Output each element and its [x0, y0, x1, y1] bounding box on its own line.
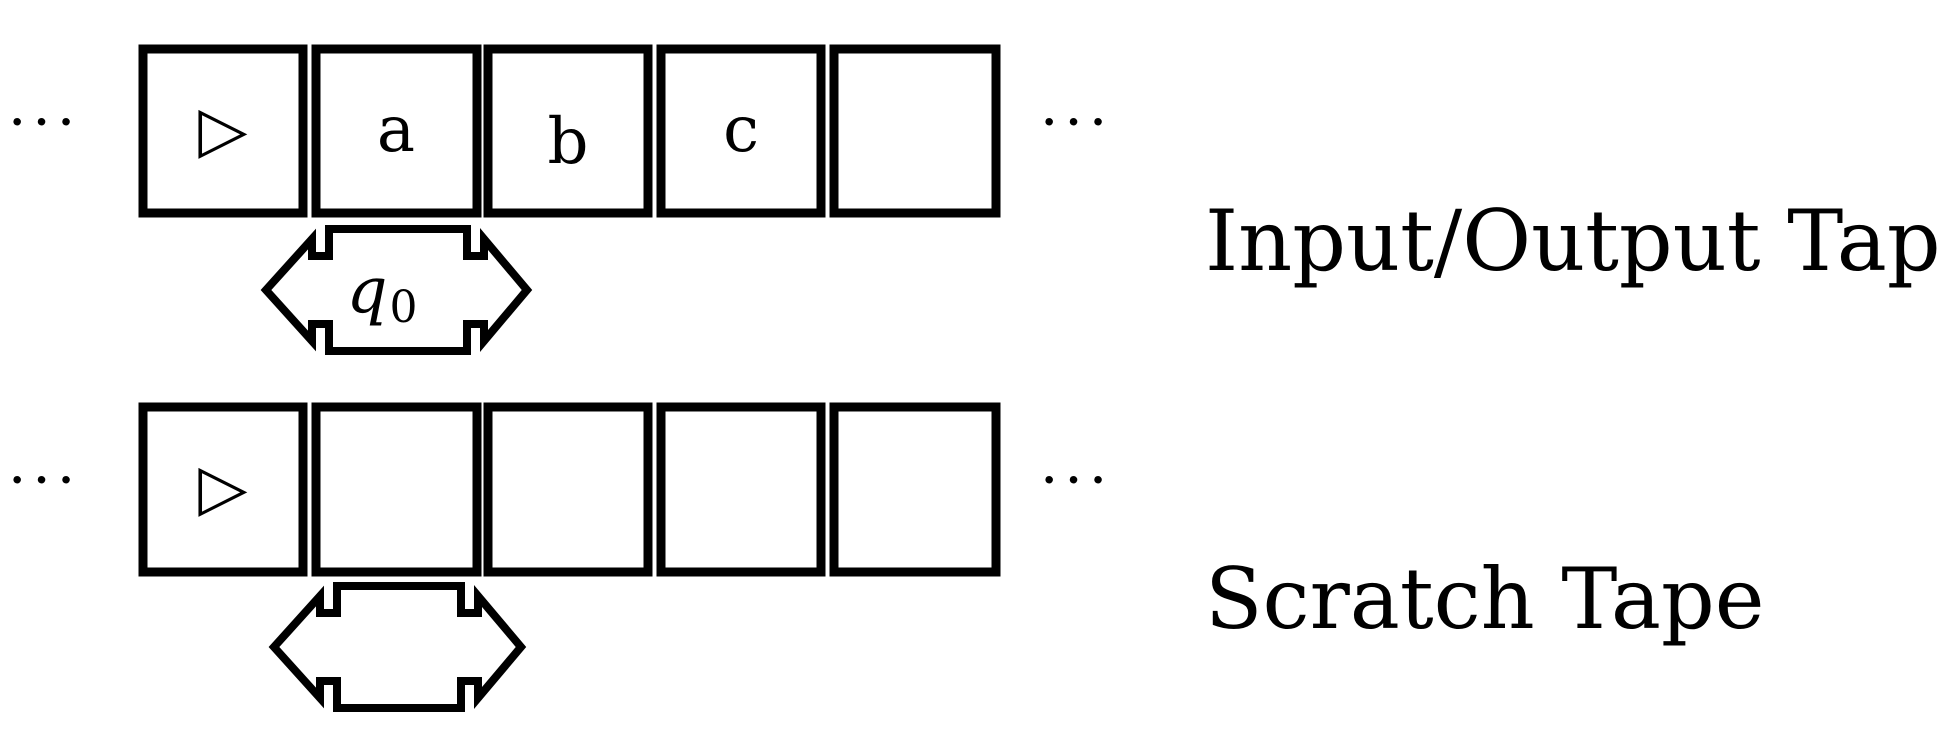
tape-cell: [311, 402, 482, 577]
tape-right-ellipsis: ···: [1040, 88, 1113, 156]
cell-symbol: a: [377, 93, 415, 167]
cell-symbol: ▷: [198, 93, 247, 167]
input-output-tape: ··· ▷ a b c ··· q0 Input/Output Tape: [8, 44, 1937, 355]
cell-symbol: ▷: [198, 451, 247, 525]
tape-cell: [829, 44, 1001, 218]
tape-cell: a: [311, 44, 482, 218]
tape-label: Input/Output Tape: [1205, 192, 1937, 290]
cell-symbol: b: [548, 105, 589, 179]
tape-head: q0: [260, 225, 533, 355]
double-arrow-icon: [260, 225, 533, 355]
cell-symbol: c: [723, 93, 759, 167]
head-state: q0: [347, 254, 418, 333]
tape-cell: ▷: [138, 44, 308, 218]
tape-right-ellipsis: ···: [1040, 446, 1113, 514]
head-state-name: q: [347, 254, 388, 328]
tape-left-ellipsis: ···: [8, 88, 81, 156]
tape-cell: c: [656, 44, 826, 218]
tape-label: Scratch Tape: [1205, 550, 1765, 648]
scratch-tape: ··· ▷ ··· Scratch Tape: [8, 402, 1765, 712]
double-arrow-icon: [268, 582, 527, 712]
tape-cell: ▷: [138, 402, 308, 577]
tape-cell: [656, 402, 826, 577]
head-state-subscript: 0: [389, 282, 417, 333]
tape-left-ellipsis: ···: [8, 446, 81, 514]
tape-cell: [483, 402, 653, 577]
tape-cell: b: [483, 44, 653, 218]
tape-head: [268, 582, 527, 712]
tape-cell: [829, 402, 1001, 577]
